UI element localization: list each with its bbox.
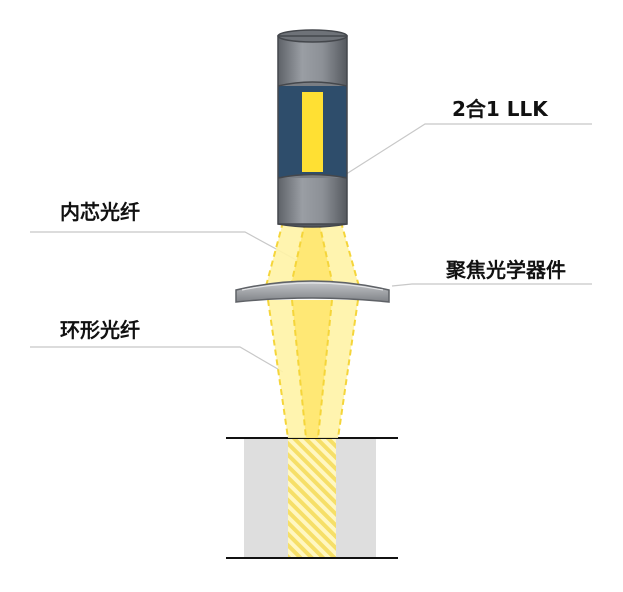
core-beam-lower [292,300,332,438]
leader-focus-optics [391,283,592,287]
core-fiber [302,92,323,172]
head-body-lower [278,178,347,224]
leader-inner-fiber [30,231,301,263]
weld-zone [288,438,336,558]
ring-fiber-label: 环形光纤 [60,318,140,342]
core-beam-upper [290,222,334,290]
workpiece [226,437,398,559]
laser-head [277,29,348,228]
leader-llk [339,123,592,179]
beam-lower [267,299,359,439]
leader-ring-fiber [30,346,284,373]
focus-lens [235,280,390,303]
focus-optics-label: 聚焦光学器件 [446,258,566,282]
head-body-upper [278,36,347,86]
beam-upper [264,221,361,291]
inner-fiber-label: 内芯光纤 [60,200,140,224]
llk-label: 2合1 LLK [452,97,548,121]
